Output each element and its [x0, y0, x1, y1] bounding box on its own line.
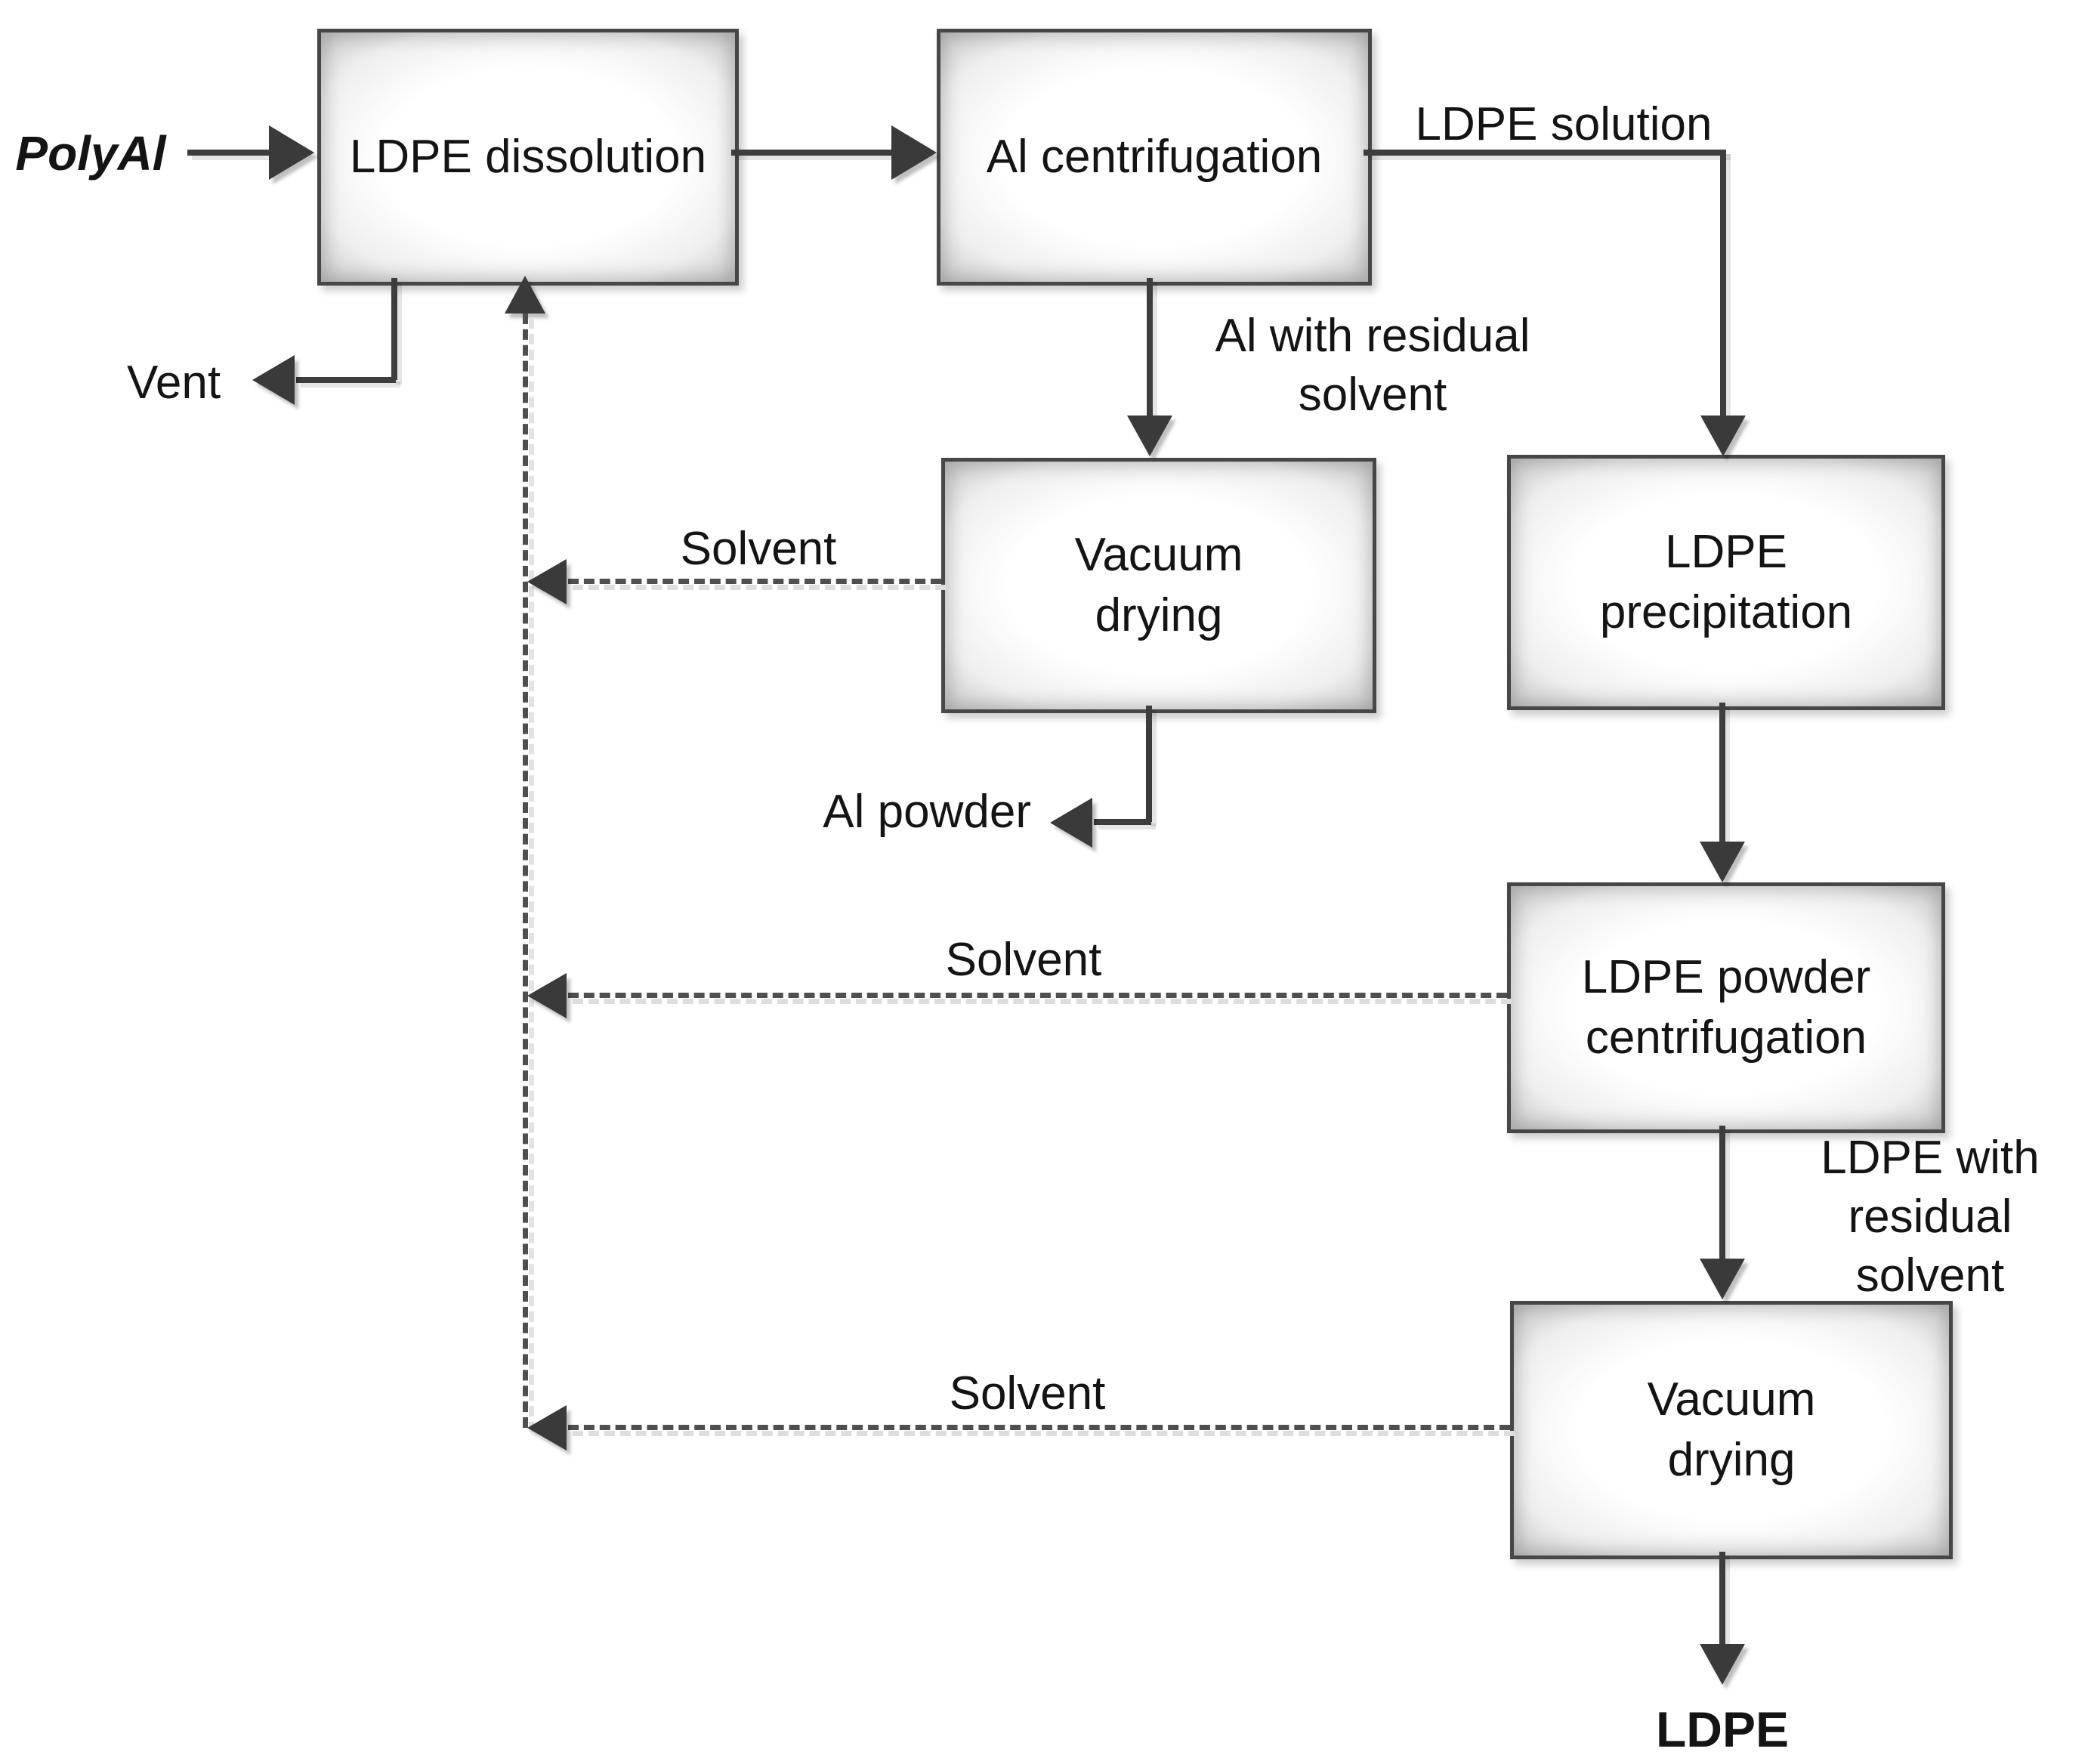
edge-powdercentrifugation-to-vacuumdrying2-line: [1719, 1126, 1725, 1260]
node-label: Al centrifugation: [986, 131, 1323, 183]
edge-dissolution-to-centrifugation-line: [731, 150, 893, 156]
arrowhead-left-icon: [527, 559, 567, 604]
edge-label-vent: Vent: [126, 357, 221, 409]
edge-precipitation-to-powdercentrifugation-line: [1719, 703, 1725, 843]
arrowhead-right-icon: [891, 125, 937, 180]
edge-vacuumdrying2-to-ldpe-line: [1719, 1552, 1725, 1645]
edge-label-solvent-1: Solvent: [680, 523, 837, 575]
arrowhead-down-icon: [1700, 1259, 1745, 1299]
edge-ldpe-solution-horizontal-line: [1364, 150, 1726, 156]
edge-alpowder-vertical-line: [1146, 706, 1152, 822]
node-label: LDPE dissolution: [349, 131, 707, 183]
arrowhead-down-icon: [1700, 416, 1746, 456]
edge-label-al-with-residual-solvent: Al with residual solvent: [1215, 310, 1530, 421]
arrowhead-down-icon: [1700, 842, 1745, 882]
edge-solvent2-line: [568, 993, 1507, 998]
edge-ldpe-solution-vertical-line: [1720, 150, 1726, 416]
node-vacuum-drying-2: Vacuum drying: [1510, 1301, 1953, 1559]
arrowhead-left-icon: [1050, 798, 1092, 848]
node-label: LDPE precipitation: [1599, 526, 1853, 638]
node-label: Vacuum drying: [1647, 1373, 1816, 1486]
node-vacuum-drying-1: Vacuum drying: [941, 458, 1376, 713]
edge-solvent3-line: [568, 1425, 1510, 1430]
edge-centrifugation-to-vacuumdrying1-line: [1147, 278, 1153, 417]
arrowhead-left-icon: [527, 973, 567, 1018]
edge-polyal-to-dissolution-line: [187, 150, 270, 156]
arrowhead-up-icon: [505, 276, 545, 314]
edge-vent-vertical-line: [391, 278, 397, 380]
node-ldpe-dissolution: LDPE dissolution: [317, 29, 739, 286]
node-ldpe-powder-centrifugation: LDPE powder centrifugation: [1507, 882, 1945, 1133]
edge-label-al-powder: Al powder: [823, 786, 1031, 838]
node-al-centrifugation: Al centrifugation: [937, 29, 1372, 286]
arrowhead-left-icon: [527, 1405, 567, 1450]
edge-label-ldpe-with-residual-solvent: LDPE with residual solvent: [1821, 1132, 2040, 1302]
edge-label-ldpe-solution: LDPE solution: [1415, 98, 1713, 150]
edge-alpowder-horizontal-line: [1094, 819, 1151, 825]
edge-vent-horizontal-line: [296, 377, 396, 383]
edge-label-solvent-2: Solvent: [945, 934, 1102, 986]
edge-solvent-return-vertical-line: [523, 314, 528, 1428]
node-label: LDPE powder centrifugation: [1581, 951, 1871, 1064]
arrowhead-right-icon: [269, 125, 314, 180]
edge-solvent1-line: [568, 579, 941, 584]
arrowhead-left-icon: [252, 355, 295, 405]
edge-label-solvent-3: Solvent: [949, 1367, 1106, 1420]
input-label-polyal: PolyAl: [15, 126, 166, 181]
output-label-ldpe: LDPE: [1655, 1701, 1790, 1757]
arrowhead-down-icon: [1127, 416, 1172, 456]
node-ldpe-precipitation: LDPE precipitation: [1507, 455, 1945, 710]
node-label: Vacuum drying: [1074, 529, 1243, 641]
arrowhead-down-icon: [1700, 1644, 1745, 1685]
